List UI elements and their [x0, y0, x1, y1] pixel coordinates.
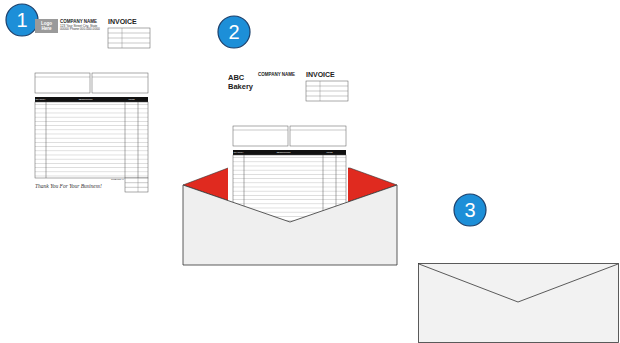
- invoice-document: ABC BakeryCOMPANY NAMEINVOICE QUANTITYDES…: [228, 71, 348, 249]
- invoice-text: Logo Here: [38, 21, 55, 32]
- callout-number: 1: [5, 3, 39, 37]
- invoice-text: INVOICE: [108, 18, 148, 26]
- closed-envelope: [419, 264, 619, 343]
- callout-circle: [6, 4, 38, 36]
- invoice-text: DESCRIPTION: [46, 98, 125, 100]
- invoice-sheet: [30, 18, 150, 196]
- callout-label: 2: [217, 15, 251, 49]
- callout-label: 1: [5, 3, 39, 37]
- invoice-text: INVOICE: [306, 71, 346, 79]
- invoice-text: QUANTITY: [233, 151, 244, 153]
- invoice-text: 123 Your Street City, State 00000 Phone …: [60, 25, 100, 32]
- invoice-text: COMPANY NAME: [258, 72, 308, 77]
- logo-box: Logo Here: [35, 19, 58, 33]
- callout-number: 3: [453, 193, 487, 227]
- invoice-sheet: [228, 71, 348, 249]
- invoice-text: Thank You For Your Business!: [35, 183, 120, 189]
- invoice-text: DESCRIPTION: [244, 151, 323, 153]
- open-envelope: [183, 185, 397, 265]
- invoice-document: COMPANY NAME123 Your Street City, State …: [30, 18, 150, 196]
- callout-number: 2: [217, 15, 251, 49]
- invoice-text: QUANTITY: [35, 98, 46, 100]
- invoice-text: PRICE: [125, 98, 138, 100]
- invoice-text: ABC Bakery: [228, 74, 260, 91]
- callout-label: 3: [453, 193, 487, 227]
- callout-circle: [454, 194, 486, 226]
- invoice-text: PRICE: [323, 151, 336, 153]
- invoice-text: SUBTOTAL: [106, 179, 124, 182]
- envelope-flap: [419, 264, 618, 302]
- callout-circle: [218, 16, 250, 48]
- invoice-text: COMPANY NAME: [60, 19, 110, 24]
